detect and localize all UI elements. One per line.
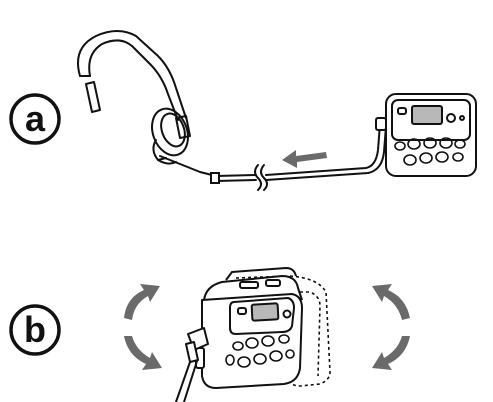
- step-a-marker: a: [9, 93, 61, 145]
- portable-radio-icon: [195, 267, 303, 389]
- radio-rotated-outline: [235, 275, 331, 387]
- radio-display: [411, 105, 443, 125]
- curved-rotate-arrows-right: [372, 284, 410, 370]
- step-b: b: [9, 267, 410, 402]
- portable-radio-icon: [375, 93, 477, 177]
- insert-direction-arrow: [282, 150, 327, 168]
- radio-display: [250, 302, 280, 322]
- headphone-cable: [210, 123, 387, 191]
- step-a: a: [9, 30, 477, 191]
- headphones-icon: [77, 30, 217, 177]
- radio-buttons: [225, 334, 295, 368]
- radio-buttons: [394, 137, 466, 166]
- curved-rotate-arrows-left: [124, 284, 162, 370]
- headphone-cable: [175, 327, 209, 402]
- step-a-label: a: [25, 98, 46, 139]
- step-b-label: b: [24, 309, 46, 350]
- step-b-marker: b: [9, 304, 61, 356]
